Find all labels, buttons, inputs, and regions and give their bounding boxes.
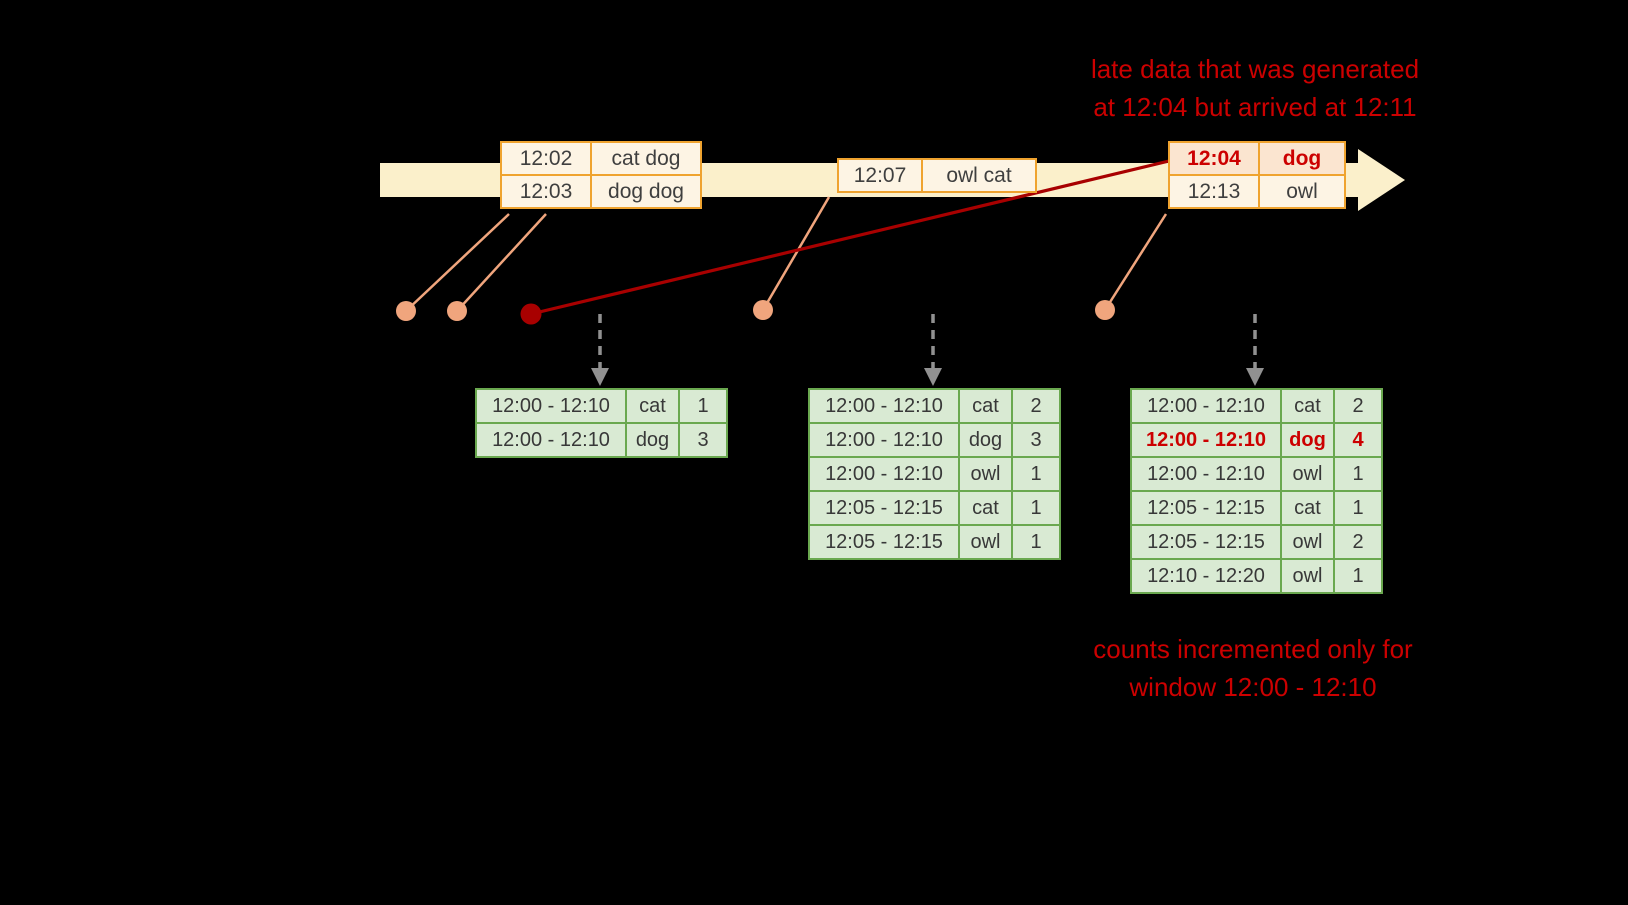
table-row: 12:10 - 12:20 owl 1 — [1130, 558, 1383, 594]
count-cell: 1 — [1011, 490, 1061, 526]
count-cell: 1 — [678, 388, 728, 424]
word-cell: cat — [625, 388, 680, 424]
word-cell: cat — [958, 490, 1013, 526]
trigger-arrow-1 — [591, 314, 609, 386]
window-cell: 12:00 - 12:10 — [808, 422, 960, 458]
table-row: 12:00 - 12:10 owl 1 — [808, 456, 1061, 492]
counts-annotation-line1: counts incremented only for — [1093, 634, 1413, 664]
event-words-cell: dog dog — [590, 174, 702, 209]
result-table-3: 12:00 - 12:10 cat 2 12:00 - 12:10 dog 4 … — [1130, 388, 1383, 594]
word-cell: cat — [1280, 388, 1335, 424]
window-cell: 12:05 - 12:15 — [1130, 490, 1282, 526]
late-data-annotation: late data that was generated at 12:04 bu… — [1020, 50, 1490, 126]
event-dot-1213 — [1095, 300, 1115, 320]
event-connector-line-1203 — [456, 213, 547, 312]
count-cell: 1 — [1011, 524, 1061, 560]
table-row: 12:00 - 12:10 dog 3 — [808, 422, 1061, 458]
event-group-1207: 12:07 owl cat — [837, 158, 1037, 193]
word-cell: dog — [958, 422, 1013, 458]
word-cell: dog — [625, 422, 680, 458]
window-cell: 12:00 - 12:10 — [1130, 456, 1282, 492]
counts-annotation-line2: window 12:00 - 12:10 — [1129, 672, 1377, 702]
event-connector-line-1207 — [761, 196, 831, 311]
trigger-arrow-3-head-icon — [1246, 368, 1264, 386]
table-row: 12:00 - 12:10 cat 2 — [1130, 388, 1383, 424]
event-time-cell: 12:07 — [837, 158, 923, 193]
word-cell: owl — [1280, 524, 1335, 560]
window-cell: 12:05 - 12:15 — [808, 490, 960, 526]
window-cell: 12:00 - 12:10 — [808, 388, 960, 424]
event-time-cell: 12:13 — [1168, 174, 1260, 209]
late-updated-row: 12:00 - 12:10 dog 4 — [1130, 422, 1383, 458]
event-words-cell: owl cat — [921, 158, 1037, 193]
count-cell: 2 — [1333, 524, 1383, 560]
window-cell: 12:05 - 12:15 — [808, 524, 960, 560]
count-cell: 2 — [1333, 388, 1383, 424]
word-cell: owl — [1280, 456, 1335, 492]
word-cell: owl — [958, 524, 1013, 560]
word-cell: cat — [958, 388, 1013, 424]
count-cell: 2 — [1011, 388, 1061, 424]
result-table-2: 12:00 - 12:10 cat 2 12:00 - 12:10 dog 3 … — [808, 388, 1061, 560]
event-dot-1202 — [396, 301, 416, 321]
table-row: 12:05 - 12:15 cat 1 — [1130, 490, 1383, 526]
event-row: 12:02 cat dog — [500, 141, 702, 176]
window-cell: 12:00 - 12:10 — [475, 422, 627, 458]
late-event-dot-1204 — [520, 303, 542, 325]
event-time-cell: 12:03 — [500, 174, 592, 209]
event-row: 12:13 owl — [1168, 174, 1346, 209]
event-dot-1203 — [447, 301, 467, 321]
window-cell: 12:05 - 12:15 — [1130, 524, 1282, 560]
table-row: 12:00 - 12:10 cat 2 — [808, 388, 1061, 424]
trigger-arrow-2-head-icon — [924, 368, 942, 386]
event-group-1204-1213: 12:04 dog 12:13 owl — [1168, 141, 1346, 209]
counts-annotation: counts incremented only for window 12:00… — [1018, 630, 1488, 706]
count-cell: 3 — [1011, 422, 1061, 458]
trigger-arrow-1-head-icon — [591, 368, 609, 386]
count-cell: 1 — [1011, 456, 1061, 492]
late-event-row: 12:04 dog — [1168, 141, 1346, 176]
window-cell: 12:00 - 12:10 — [1130, 422, 1282, 458]
table-row: 12:00 - 12:10 owl 1 — [1130, 456, 1383, 492]
table-row: 12:00 - 12:10 dog 3 — [475, 422, 728, 458]
window-cell: 12:00 - 12:10 — [475, 388, 627, 424]
word-cell: owl — [1280, 558, 1335, 594]
count-cell: 1 — [1333, 558, 1383, 594]
table-row: 12:05 - 12:15 owl 1 — [808, 524, 1061, 560]
late-data-annotation-line2: at 12:04 but arrived at 12:11 — [1093, 92, 1417, 122]
count-cell: 1 — [1333, 456, 1383, 492]
window-cell: 12:10 - 12:20 — [1130, 558, 1282, 594]
word-cell: dog — [1280, 422, 1335, 458]
late-data-annotation-line1: late data that was generated — [1090, 54, 1420, 84]
event-connector-line-1213 — [1103, 213, 1168, 311]
result-table-1: 12:00 - 12:10 cat 1 12:00 - 12:10 dog 3 — [475, 388, 728, 458]
event-group-1202-1203: 12:02 cat dog 12:03 dog dog — [500, 141, 702, 209]
window-cell: 12:00 - 12:10 — [808, 456, 960, 492]
window-cell: 12:00 - 12:10 — [1130, 388, 1282, 424]
timeline-arrowhead-icon — [1358, 149, 1405, 211]
event-words-cell: owl — [1258, 174, 1346, 209]
count-cell: 1 — [1333, 490, 1383, 526]
event-connector-line-1202 — [405, 213, 510, 312]
table-row: 12:00 - 12:10 cat 1 — [475, 388, 728, 424]
event-words-cell: dog — [1258, 141, 1346, 176]
table-row: 12:05 - 12:15 cat 1 — [808, 490, 1061, 526]
count-cell: 4 — [1333, 422, 1383, 458]
event-dot-1207 — [753, 300, 773, 320]
event-time-cell: 12:02 — [500, 141, 592, 176]
word-cell: owl — [958, 456, 1013, 492]
event-words-cell: cat dog — [590, 141, 702, 176]
table-row: 12:05 - 12:15 owl 2 — [1130, 524, 1383, 560]
event-row: 12:03 dog dog — [500, 174, 702, 209]
count-cell: 3 — [678, 422, 728, 458]
word-cell: cat — [1280, 490, 1335, 526]
event-row: 12:07 owl cat — [837, 158, 1037, 193]
event-time-cell: 12:04 — [1168, 141, 1260, 176]
trigger-arrow-3 — [1246, 314, 1264, 386]
trigger-arrow-2 — [924, 314, 942, 386]
